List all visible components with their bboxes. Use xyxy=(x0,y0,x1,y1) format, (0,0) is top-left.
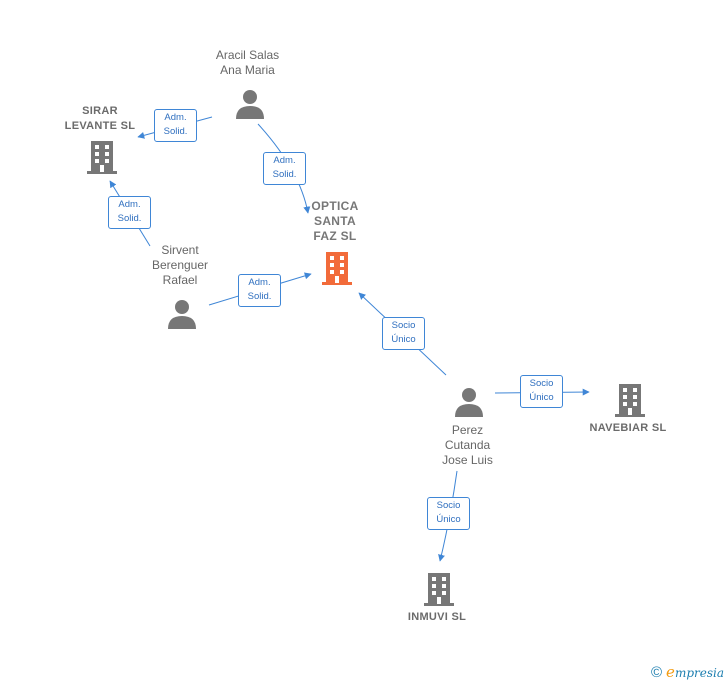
edge-label-line: Único xyxy=(391,334,416,345)
company-name-sirar[interactable]: SIRAR LEVANTE SL xyxy=(64,105,136,132)
brand-initial: e xyxy=(666,663,675,681)
person-icon[interactable] xyxy=(235,88,265,120)
edge-label-line: Solid. xyxy=(117,213,142,224)
copyright-notice: © empresia xyxy=(651,663,724,681)
brand-name: mpresia xyxy=(674,666,724,680)
person-name-sirvent[interactable]: Sirvent Berenguer Rafael xyxy=(151,243,209,287)
company-name-inmuvi[interactable]: INMUVI SL xyxy=(407,611,467,623)
building-icon[interactable] xyxy=(423,571,455,607)
copyright-icon: © xyxy=(650,663,663,681)
person-icon[interactable] xyxy=(167,298,197,330)
edge-label-aracil-sirar: Adm. Solid. xyxy=(154,109,197,142)
edge-label-line: Adm. xyxy=(248,277,271,288)
edge-label-perez-inmuvi: Socio Único xyxy=(427,497,470,530)
edge-label-sirvent-optica: Adm. Solid. xyxy=(238,274,281,307)
person-icon[interactable] xyxy=(454,386,484,418)
person-name-aracil[interactable]: Aracil Salas Ana Maria xyxy=(215,48,280,77)
person-name-perez[interactable]: Perez Cutanda Jose Luis xyxy=(442,423,493,467)
edge-label-line: Solid. xyxy=(163,126,188,137)
edge-label-aracil-optica: Adm. Solid. xyxy=(263,152,306,185)
building-icon[interactable] xyxy=(321,250,353,286)
building-icon[interactable] xyxy=(86,139,118,175)
company-name-optica[interactable]: OPTICA SANTA FAZ SL xyxy=(311,199,359,243)
edge-label-perez-optica: Socio Único xyxy=(382,317,425,350)
building-icon[interactable] xyxy=(614,382,646,418)
edge-label-line: Único xyxy=(529,392,554,403)
edge-label-line: Socio xyxy=(391,320,416,331)
edge-label-line: Solid. xyxy=(272,169,297,180)
edge-label-perez-navebiar: Socio Único xyxy=(520,375,563,408)
edge-label-line: Socio xyxy=(436,500,461,511)
edge-label-line: Único xyxy=(436,514,461,525)
edge-label-line: Adm. xyxy=(164,112,187,123)
edge-label-line: Socio xyxy=(529,378,554,389)
empresia-logo[interactable]: empresia xyxy=(666,663,724,681)
company-name-navebiar[interactable]: NAVEBIAR SL xyxy=(589,422,667,434)
edge-label-line: Adm. xyxy=(273,155,296,166)
edge-label-sirvent-sirar: Adm. Solid. xyxy=(108,196,151,229)
edge-label-line: Adm. xyxy=(118,199,141,210)
edge-label-line: Solid. xyxy=(247,291,272,302)
